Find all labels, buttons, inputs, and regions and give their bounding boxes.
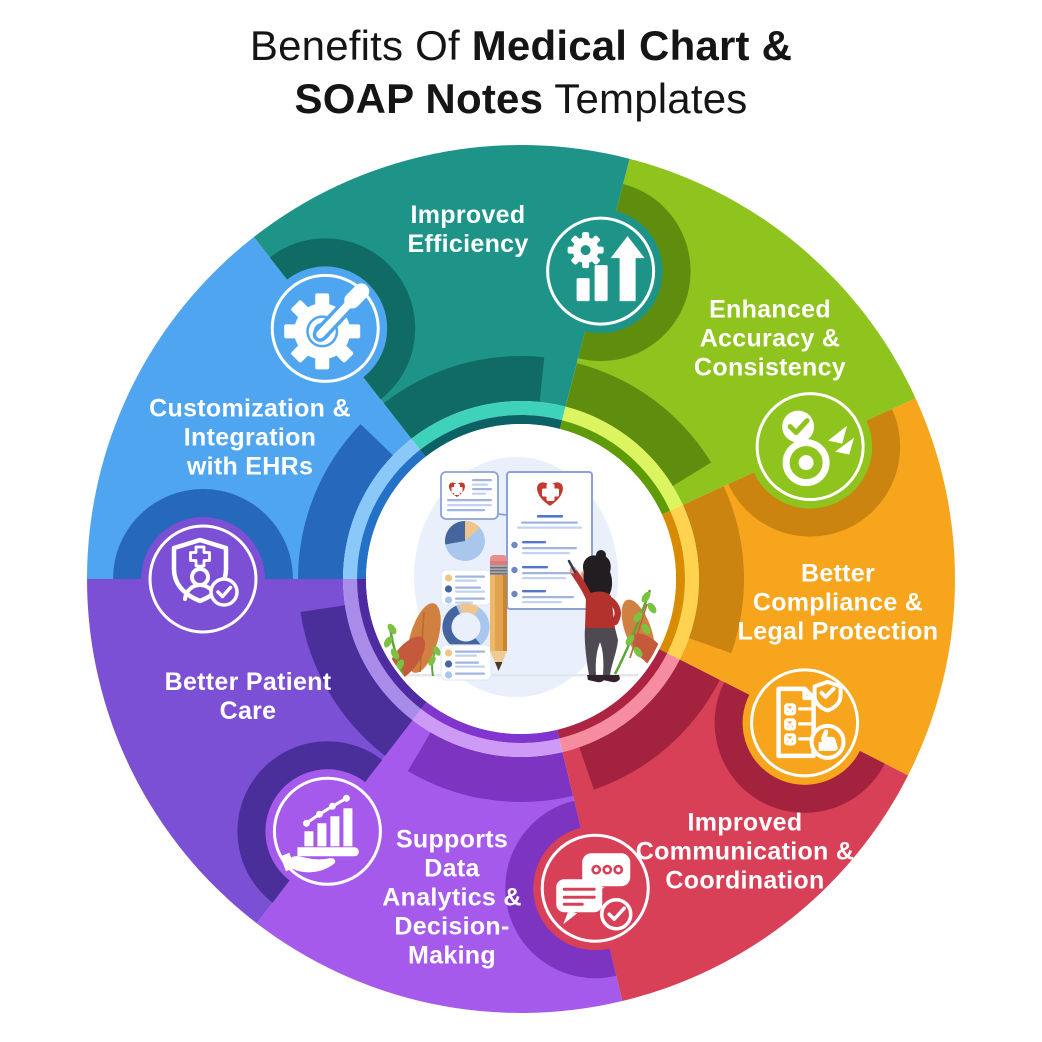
pie-chart: [444, 520, 485, 561]
rim-line-better-patient-care: [357, 579, 427, 710]
rim-line-improved-communication-coordination: [557, 649, 668, 739]
target-checkmark-icon: [782, 410, 855, 487]
badge-supports-data-analytics-decision-making: [265, 769, 390, 894]
rim-line-enhanced-accuracy-consistency: [559, 420, 671, 515]
segment-label-data-analytics: Supports Data Analytics & Decision- Maki…: [382, 825, 522, 970]
rim-line-customization-integration-ehrs: [357, 449, 426, 579]
gear-chart-arrow-icon: [567, 232, 645, 302]
segment-shadow-customization-integration-ehrs: [113, 424, 393, 579]
legend-card: [440, 644, 492, 681]
rim-arc-customization-integration-ehrs: [343, 438, 421, 579]
woman-writing: [567, 550, 621, 683]
title-line1-normal: Benefits Of: [249, 22, 472, 69]
rim-arc-improved-communication-coordination: [559, 653, 680, 753]
badge-better-compliance-legal-protection: [742, 660, 867, 785]
chat-bubbles-check-icon: [556, 853, 633, 931]
medical-chart-illustration: [383, 457, 673, 697]
segment-label-improved-efficiency: Improved Efficiency: [407, 201, 529, 258]
shield-patient-check-icon: [171, 537, 239, 607]
rim-line-better-compliance-legal-protection: [659, 510, 685, 654]
medical-document: [506, 471, 593, 610]
rim-line-supports-data-analytics-decision-making: [421, 701, 560, 744]
rim-line-improved-efficiency: [420, 414, 563, 457]
rim-arc-enhanced-accuracy-consistency: [562, 406, 683, 511]
rim-arc-better-patient-care: [343, 579, 422, 721]
checklist-shield-thumbs-icon: [776, 679, 846, 760]
gear-screwdriver-icon: [284, 283, 370, 370]
segment-label-better-patient-care: Better Patient Care: [164, 668, 332, 725]
rim-arc-better-compliance-legal-protection: [667, 504, 699, 660]
segment-label-enhanced-accuracy: Enhanced Accuracy & Consistency: [694, 295, 846, 382]
segment-label-better-compliance: Better Compliance & Legal Protection: [737, 559, 939, 646]
badge-better-patient-care: [141, 517, 265, 641]
badge-improved-communication-coordination: [533, 826, 658, 951]
segment-label-improved-communication: Improved Communication & Coordination: [635, 808, 855, 895]
page-title: Benefits Of Medical Chart & SOAP Notes T…: [0, 20, 1042, 126]
title-line2-normal: Templates: [543, 74, 748, 122]
badge-enhanced-accuracy-consistency: [748, 384, 873, 509]
pencil: [490, 555, 507, 671]
segment-label-customization-ehrs: Customization & Integration with EHRs: [149, 394, 351, 481]
hand-bar-chart-icon: [280, 794, 359, 873]
title-line1-bold: Medical Chart &: [471, 22, 793, 69]
title-line2-bold: SOAP Notes: [294, 74, 544, 122]
small-medical-card: [440, 471, 532, 522]
legend-card: [440, 569, 492, 606]
rim-arc-improved-efficiency: [411, 400, 566, 450]
badge-improved-efficiency: [538, 209, 663, 334]
badge-customization-integration-ehrs: [263, 266, 388, 391]
rim-arc-supports-data-analytics-decision-making: [412, 709, 563, 757]
